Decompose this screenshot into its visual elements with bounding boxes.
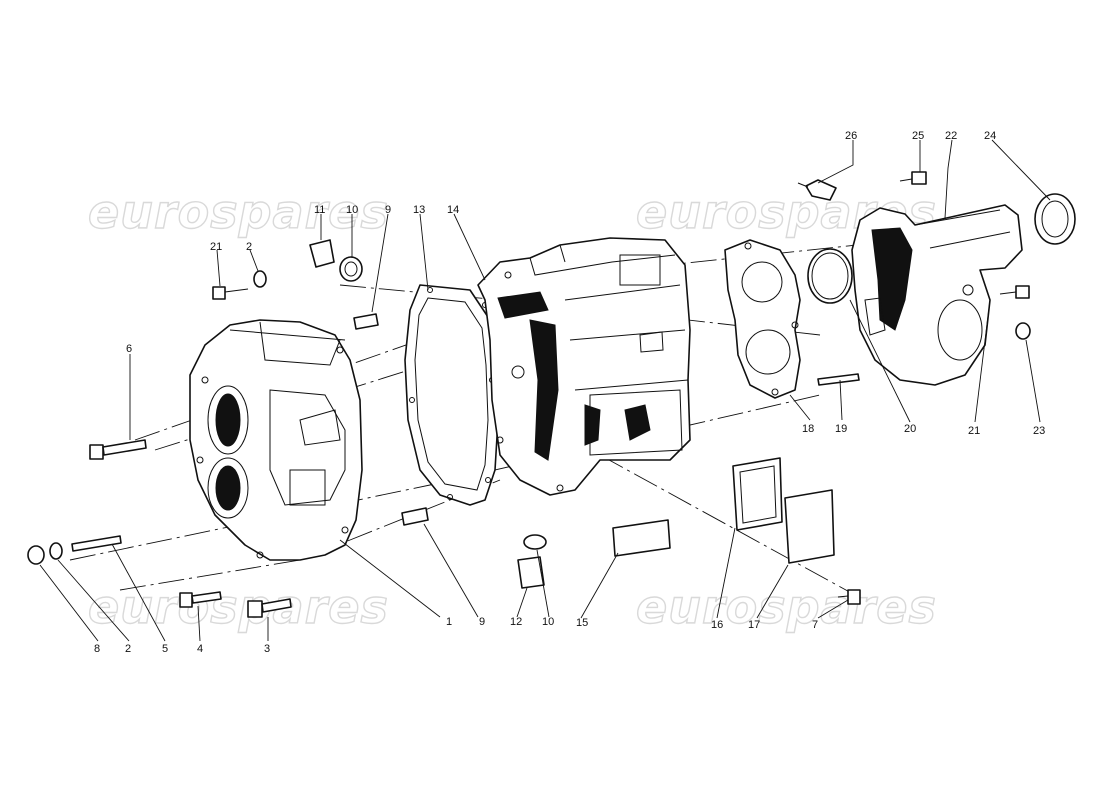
bolt-part-21-left: [212, 286, 249, 300]
callout-15: 15: [576, 617, 588, 629]
bolt-part-6: [89, 439, 147, 460]
callout-18: 18: [802, 423, 814, 435]
callout-22: 22: [945, 130, 957, 142]
front-cover-part-1: [189, 319, 363, 561]
sensor-part-26: [797, 179, 837, 201]
callout-2-upper: 2: [246, 241, 252, 253]
callout-11: 11: [314, 204, 325, 216]
oil-seal-inner-part-24: [1041, 200, 1069, 238]
stud-part-5: [71, 535, 122, 552]
dowel-part-9-upper: [353, 313, 379, 330]
callout-2-lower: 2: [125, 643, 131, 655]
main-housing-part-14: [477, 237, 691, 496]
washer-part-10-upper: [339, 256, 363, 282]
cover-gasket-part-16: [732, 457, 783, 531]
watermark-top-left: eurospares: [88, 185, 389, 239]
callout-21-left: 21: [210, 241, 222, 253]
oil-seal-part-24: [1034, 193, 1076, 245]
callout-13: 13: [413, 204, 425, 216]
cover-plate-part-17: [784, 489, 835, 564]
callout-9-upper: 9: [385, 204, 391, 216]
washer-part-2-upper: [253, 270, 267, 288]
gasket-part-13: [404, 284, 499, 506]
callout-10-upper: 10: [346, 204, 358, 216]
watermark-bottom-right: eurospares: [636, 580, 937, 634]
washer-part-10-upper-inner: [344, 261, 358, 277]
bolt-part-4: [179, 591, 222, 608]
callout-9-lower: 9: [479, 616, 485, 628]
bolt-part-7: [837, 589, 861, 605]
gasket-part-18: [724, 239, 801, 399]
callout-6: 6: [126, 343, 132, 355]
o-ring-inner-part-20: [811, 252, 849, 300]
washer-part-23: [1015, 322, 1031, 340]
callout-4: 4: [197, 643, 203, 655]
rear-housing-part-22: [851, 204, 1023, 386]
callout-26: 26: [845, 130, 857, 142]
callout-17: 17: [748, 619, 760, 631]
dowel-part-9-lower: [401, 507, 429, 526]
bolt-part-25: [899, 171, 927, 185]
callout-16: 16: [711, 619, 723, 631]
plug-part-11: [309, 239, 335, 268]
watermark-bottom-left: eurospares: [88, 580, 389, 634]
callout-19: 19: [835, 423, 847, 435]
callout-10-lower: 10: [542, 616, 554, 628]
bolt-part-21-right: [999, 285, 1030, 299]
plate-part-15: [612, 519, 671, 557]
callout-3: 3: [264, 643, 270, 655]
washer-part-2-lower: [49, 542, 63, 560]
callout-24: 24: [984, 130, 996, 142]
stud-part-19: [817, 373, 860, 386]
callout-20: 20: [904, 423, 916, 435]
leader-lines: [39, 139, 1051, 642]
callout-23: 23: [1033, 425, 1045, 437]
o-ring-part-20: [807, 248, 853, 304]
bolt-part-3: [247, 598, 292, 618]
callout-7: 7: [812, 619, 818, 631]
callout-1: 1: [446, 616, 452, 628]
washer-part-10-lower: [523, 534, 547, 550]
callout-8: 8: [94, 643, 100, 655]
drain-plug-part-12: [517, 556, 545, 589]
callout-14: 14: [447, 204, 459, 216]
nut-part-8: [27, 545, 45, 565]
callout-labels: 26 25 22 24 11 10 9 13 14 21 2 6 18 19 2…: [94, 130, 1045, 655]
callout-21-right: 21: [968, 425, 980, 437]
callout-25: 25: [912, 130, 924, 142]
callout-12: 12: [510, 616, 522, 628]
callout-5: 5: [162, 643, 168, 655]
